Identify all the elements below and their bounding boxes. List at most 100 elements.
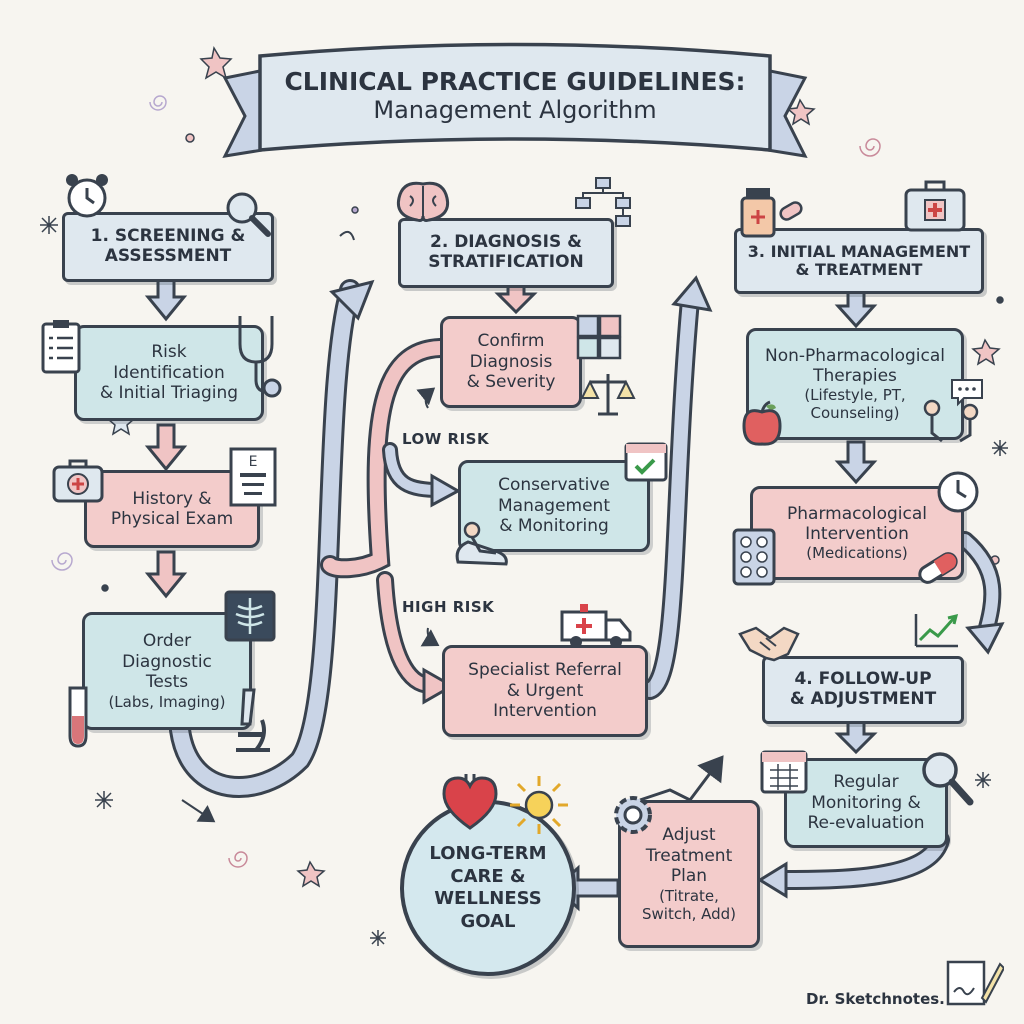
column1-arrows [144, 273, 188, 599]
section-1-line-2: ASSESSMENT [104, 246, 232, 266]
node-long-term-goal: LONG-TERM CARE & WELLNESS GOAL [400, 800, 576, 976]
microscope-icon [236, 688, 270, 752]
risk-line-2: Identification [113, 362, 225, 383]
node-specialist-referral: Specialist Referral & Urgent Interventio… [442, 645, 648, 737]
order-line-4: (Labs, Imaging) [108, 692, 226, 711]
order-line-2: Diagnostic [122, 651, 212, 672]
calendar-icon [760, 750, 808, 794]
history-line-1: History & [132, 488, 212, 509]
ambulance-icon [560, 604, 632, 648]
xray-icon [224, 590, 276, 642]
nonpharm-line-1: Non-Pharmacological [764, 345, 945, 366]
scales-icon [580, 374, 636, 416]
stethoscope-icon [238, 316, 282, 398]
section-diagnosis-header: 2. DIAGNOSIS &STRATIFICATION [398, 218, 614, 288]
apple-icon [742, 400, 782, 446]
node-conservative-management: Conservative Management & Monitoring [458, 460, 650, 552]
sun-icon [510, 776, 568, 834]
section-screening-header: 1. SCREENING &ASSESSMENT [62, 212, 274, 282]
calendar-check-icon [624, 442, 668, 482]
first-aid-kit-icon [52, 459, 104, 503]
section-4-line-1: 4. FOLLOW-UP [794, 669, 932, 690]
conservative-line-2: Management [498, 495, 610, 516]
monitoring-line-2: Monitoring & [811, 792, 921, 813]
label-high-risk: HIGH RISK [402, 598, 495, 616]
signature: Dr. Sketchnotes. [806, 990, 945, 1008]
goal-line-2: CARE & [450, 865, 526, 887]
conservative-line-3: & Monitoring [499, 516, 609, 537]
magnifier-icon [226, 192, 271, 237]
section-4-line-2: & ADJUSTMENT [789, 689, 937, 709]
node-regular-monitoring: Regular Monitoring & Re-evaluation [784, 758, 948, 848]
section-followup-header: 4. FOLLOW-UP& ADJUSTMENT [762, 656, 964, 724]
eye-chart-icon: E [229, 447, 277, 507]
confirm-line-2: Diagnosis [469, 351, 553, 372]
page-title: CLINICAL PRACTICE GUIDELINES: Management… [260, 52, 770, 140]
medical-case-icon [904, 180, 966, 232]
goal-line-1: LONG-TERM [429, 843, 547, 864]
gear-icon [614, 796, 652, 834]
node-risk-identification: Risk Identification & Initial Triaging [74, 325, 264, 421]
adjust-line-5: Switch, Add) [641, 904, 737, 923]
title-line-1: CLINICAL PRACTICE GUIDELINES: [284, 66, 746, 96]
section-management-header: 3. INITIAL MANAGEMENT& TREATMENT [734, 228, 984, 294]
specialist-line-3: Intervention [493, 701, 597, 722]
column3-arrows [834, 286, 878, 755]
section-3-line-2: & TREATMENT [795, 260, 923, 279]
section-2-line-2: STRATIFICATION [428, 252, 584, 272]
heart-icon [442, 774, 498, 830]
risk-line-3: & Initial Triaging [99, 383, 239, 404]
monitoring-line-1: Regular [833, 772, 899, 793]
svg-text:E: E [249, 454, 258, 470]
pharm-line-2: Intervention [805, 524, 909, 544]
growth-chart-icon [914, 613, 959, 648]
capsule-icon [918, 552, 958, 584]
handshake-icon [738, 626, 800, 662]
pharm-line-3: (Medications) [806, 544, 908, 563]
node-confirm-diagnosis: Confirm Diagnosis & Severity [440, 316, 582, 408]
confirm-line-1: Confirm [477, 331, 545, 352]
adjust-line-1: Adjust [662, 825, 716, 846]
pharm-line-1: Pharmacological [787, 503, 927, 524]
title-line-2: Management Algorithm [373, 95, 657, 124]
node-order-tests: Order Diagnostic Tests (Labs, Imaging) [82, 612, 252, 730]
clipboard-icon [41, 320, 81, 374]
title-ribbon-shape [222, 42, 808, 158]
monitoring-line-3: Re-evaluation [807, 813, 925, 834]
section-2-line-1: 2. DIAGNOSIS & [429, 232, 582, 253]
flowchart-icon [575, 177, 631, 227]
test-tube-icon [68, 686, 88, 748]
order-line-1: Order [142, 631, 192, 652]
capsule-small-icon [779, 201, 803, 221]
alarm-clock-icon [66, 174, 108, 218]
goal-line-4: GOAL [460, 910, 516, 932]
counseling-icon [923, 379, 983, 443]
goal-line-3: WELLNESS [434, 888, 542, 909]
order-line-3: Tests [145, 672, 189, 693]
brain-icon [396, 181, 450, 222]
conservative-line-1: Conservative [498, 475, 610, 496]
risk-line-1: Risk [151, 342, 187, 363]
section-1-line-1: 1. SCREENING & [90, 226, 246, 247]
adjust-line-2: Treatment [645, 845, 733, 866]
puzzle-icon [576, 314, 622, 360]
medicine-bottle-icon [740, 188, 776, 238]
adjust-line-4: (Titrate, [659, 886, 719, 905]
magnifier-large-icon [922, 752, 974, 806]
specialist-line-1: Specialist Referral [468, 660, 622, 681]
pill-blister-icon [732, 528, 776, 586]
scroll-pen-icon [946, 960, 1004, 1006]
section-3-line-1: 3. INITIAL MANAGEMENT [747, 241, 971, 261]
node-adjust-treatment: Adjust Treatment Plan (Titrate, Switch, … [618, 800, 760, 948]
confirm-line-3: & Severity [466, 372, 556, 393]
nonpharm-line-4: Counseling) [810, 404, 900, 423]
node-pharmacological: Pharmacological Intervention (Medication… [750, 486, 964, 580]
specialist-line-2: & Urgent [506, 680, 584, 701]
recliner-patient-icon [455, 521, 508, 566]
label-low-risk: LOW RISK [402, 430, 490, 448]
adjust-line-3: Plan [670, 866, 708, 887]
nonpharm-line-3: (Lifestyle, PT, [804, 386, 906, 405]
nonpharm-line-2: Therapies [813, 366, 897, 386]
